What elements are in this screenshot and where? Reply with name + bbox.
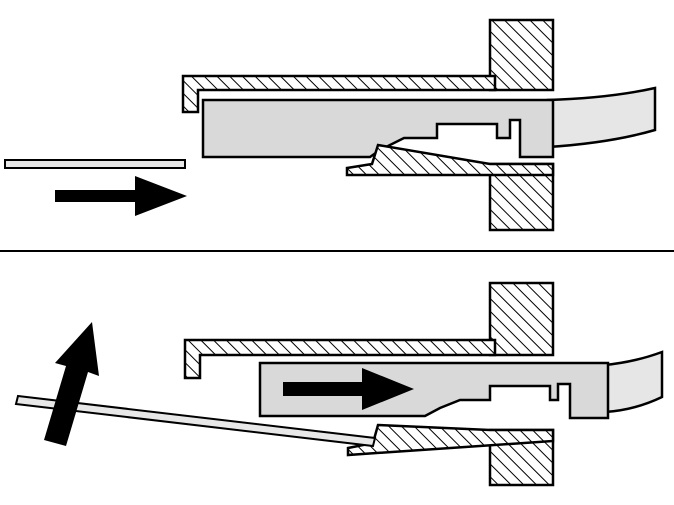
top-panel [4,18,657,232]
top-tool [4,159,186,169]
top-latch [345,143,555,177]
top-upper-bracket [181,74,497,114]
top-cable [546,86,657,149]
bottom-cable [603,350,664,414]
bottom-tool [14,394,377,448]
top-wall-upper [488,18,555,92]
bottom-housing [258,361,610,420]
arrow-icon [55,176,187,216]
bottom-wall-upper [488,281,555,357]
bottom-panel [14,281,664,487]
arrow-icon [44,322,99,446]
bottom-upper-bracket [183,338,497,380]
arrow-icon [283,368,414,410]
